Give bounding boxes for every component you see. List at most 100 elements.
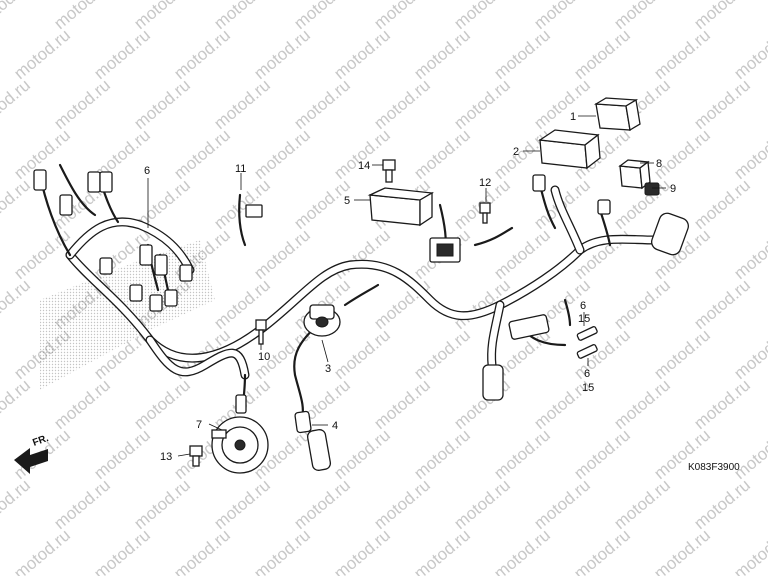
relay-part-8 (618, 159, 651, 190)
watermark-text: motod.ru (650, 25, 714, 83)
callout-6-left: 6 (144, 165, 150, 177)
watermark-text: motod.ru (0, 75, 34, 133)
callout-3: 3 (325, 363, 331, 375)
watermark-text: motod.ru (730, 525, 768, 576)
watermark-text: motod.ru (170, 25, 234, 83)
watermark-text: motod.ru (50, 375, 114, 433)
front-direction-indicator: FR. (14, 433, 50, 474)
watermark-text: motod.ru (450, 475, 514, 533)
watermark-text: motod.ru (730, 25, 768, 83)
watermark-text: motod.ru (210, 475, 274, 533)
front-label: FR. (31, 433, 50, 449)
watermark-text: motod.ru (130, 475, 194, 533)
watermark-text: motod.ru (90, 525, 154, 576)
watermark-text: motod.ru (0, 475, 34, 533)
fuse-holder-part-9 (644, 182, 660, 196)
watermark-text: motod.ru (370, 275, 434, 333)
rear-connector-part (651, 212, 689, 256)
watermark-text: motod.ru (370, 375, 434, 433)
watermark-text: motod.ru (50, 75, 114, 133)
watermark-text: motod.ru (570, 425, 634, 483)
watermark-text: motod.ru (570, 525, 634, 576)
watermark-text: motod.ru (330, 225, 394, 283)
watermark-text: motod.ru (730, 325, 768, 383)
callout-7: 7 (196, 419, 202, 431)
watermark-text: motod.ru (530, 475, 594, 533)
callout-15-lower: 15 (582, 382, 594, 394)
watermark-text: motod.ru (10, 25, 74, 83)
callout-10: 10 (258, 351, 270, 363)
watermark-text: motod.ru (170, 125, 234, 183)
horn-part-7 (211, 416, 269, 474)
callout-1: 1 (570, 111, 576, 123)
watermark-text: motod.ru (0, 0, 34, 33)
watermark-text: motod.ru (0, 275, 34, 333)
watermark-text: motod.ru (410, 425, 474, 483)
watermark-text: motod.ru (690, 375, 754, 433)
watermark-text: motod.ru (10, 525, 74, 576)
callout-8: 8 (656, 158, 662, 170)
ignition-coil-part-3 (303, 304, 341, 337)
watermark-text: motod.ru (330, 125, 394, 183)
fuse-part-15a (576, 326, 598, 341)
left-connectors (33, 169, 611, 414)
regulator-part-5 (367, 187, 461, 263)
callout-5: 5 (344, 195, 350, 207)
watermark-text: motod.ru (250, 25, 314, 83)
spark-plug-cap-part-4 (294, 410, 332, 471)
watermark-text: motod.ru (90, 25, 154, 83)
watermark-text: motod.ru (250, 125, 314, 183)
leader-lines (147, 115, 666, 457)
watermark-text: motod.ru (410, 125, 474, 183)
watermark-text: motod.ru (650, 525, 714, 576)
watermark-text: motod.ru (690, 175, 754, 233)
watermark-text: motod.ru (450, 75, 514, 133)
callout-11: 11 (235, 163, 246, 175)
watermark-text: motod.ru (650, 325, 714, 383)
callout-15-upper: 15 (578, 313, 590, 325)
parts (33, 97, 689, 474)
connector-part-11 (245, 204, 263, 218)
watermark-text: motod.ru (730, 425, 768, 483)
watermark-text: motod.ru (650, 425, 714, 483)
condenser-part (482, 364, 504, 401)
watermark-text: motod.ru (690, 75, 754, 133)
bolt-part-12 (479, 202, 491, 224)
watermark-text: motod.ru (0, 375, 34, 433)
control-unit-part-2 (538, 129, 601, 170)
fuse-part-15b (576, 344, 598, 359)
watermark-text: motod.ru (330, 25, 394, 83)
bolt-part-14 (382, 159, 396, 183)
relay-part-1 (593, 97, 641, 132)
watermark-text: motod.ru (490, 525, 554, 576)
watermark-text: motod.ru (330, 425, 394, 483)
callout-4: 4 (332, 420, 338, 432)
diagram-code: K083F3900 (688, 462, 740, 473)
callout-numbers: 1 2 3 4 5 6 6 6 7 8 9 10 11 12 13 14 15 … (144, 111, 676, 463)
watermark-text: motod.ru (370, 475, 434, 533)
watermark-text: motod.ru (130, 375, 194, 433)
callout-6-lower-right: 6 (584, 368, 590, 380)
watermark-text: motod.ru (410, 525, 474, 576)
watermark-text: motod.ru (130, 75, 194, 133)
bolt-part-13 (189, 445, 203, 467)
watermark-text: motod.ru (210, 75, 274, 133)
watermark-text: motod.ru (610, 275, 674, 333)
watermark-text: motod.ru (0, 175, 34, 233)
watermark-text: motod.ru (570, 25, 634, 83)
watermark-text: motod.ru (50, 475, 114, 533)
watermark-text: motod.ru (650, 125, 714, 183)
front-arrow-icon (14, 448, 48, 474)
watermark-text: motod.ru (730, 225, 768, 283)
watermark-text: motod.ru (250, 525, 314, 576)
watermark-text: motod.ru (690, 275, 754, 333)
watermark-text: motod.ru (250, 225, 314, 283)
watermark-text: motod.ru (90, 425, 154, 483)
watermark-text: motod.ru (290, 75, 354, 133)
watermark-text: motod.ru (730, 125, 768, 183)
callout-9: 9 (670, 183, 676, 195)
fuse-box-part (508, 314, 550, 340)
callout-14: 14 (358, 160, 370, 172)
